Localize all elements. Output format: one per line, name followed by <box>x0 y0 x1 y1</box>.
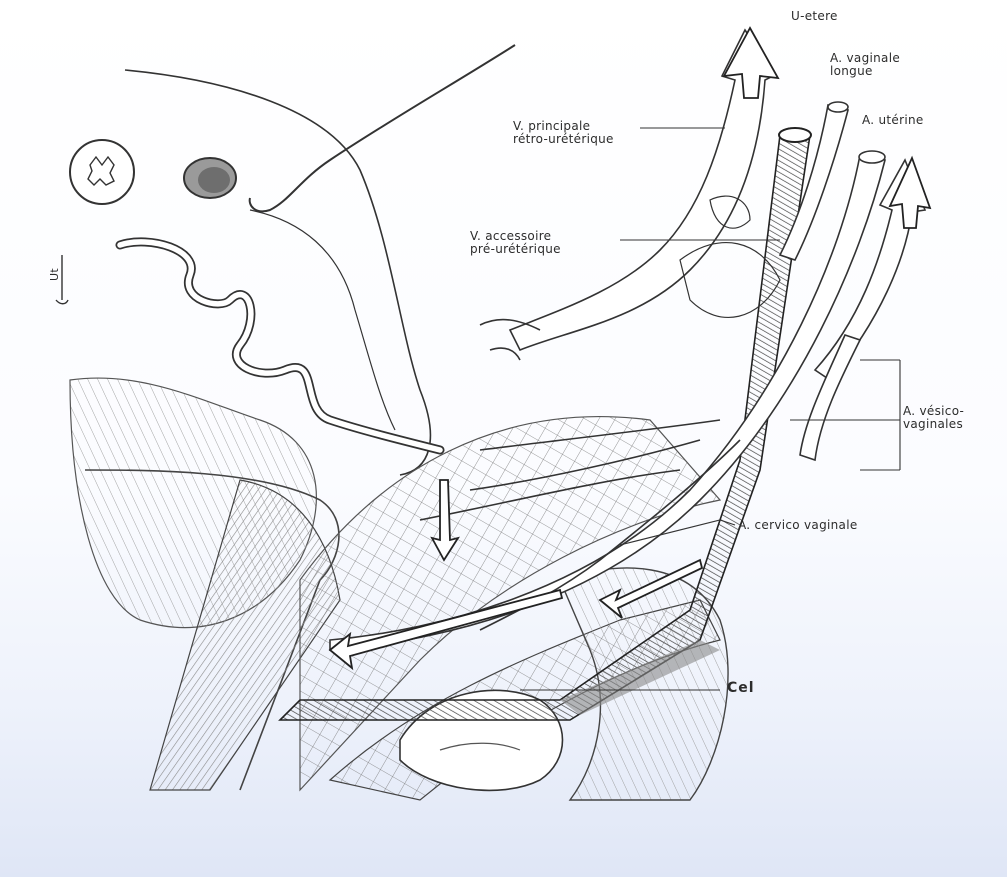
label-cel: Cel <box>727 682 755 695</box>
ligament-section-inner <box>198 167 230 193</box>
label-margin-mark: Ut <box>48 268 61 281</box>
label-a-vesico-vaginales: A. vésico- vaginales <box>903 405 964 431</box>
label-a-vaginale-longue-line2: longue <box>830 65 900 78</box>
ureter-lumen <box>779 128 811 142</box>
label-a-vaginale-longue: A. vaginale longue <box>830 52 900 78</box>
label-v-accessoire: V. accessoire pré-urétérique <box>470 230 561 256</box>
bladder-inner <box>250 210 395 430</box>
label-v-principale: V. principale rétro-urétérique <box>513 120 614 146</box>
suture-line <box>250 45 515 211</box>
label-v-accessoire-line2: pré-urétérique <box>470 243 561 256</box>
label-a-vesico-vaginales-line2: vaginales <box>903 418 964 431</box>
label-a-uterine: A. utérine <box>862 114 924 127</box>
main-retro-ureteric-vein <box>510 30 775 350</box>
label-v-principale-line2: rétro-urétérique <box>513 133 614 146</box>
bowel-section <box>70 140 134 204</box>
label-a-cervico-vaginale: A. cervico vaginale <box>738 519 858 532</box>
cross-sections <box>70 140 236 204</box>
label-uretere: U-etere <box>791 10 838 23</box>
arrow-top-left <box>724 28 778 98</box>
